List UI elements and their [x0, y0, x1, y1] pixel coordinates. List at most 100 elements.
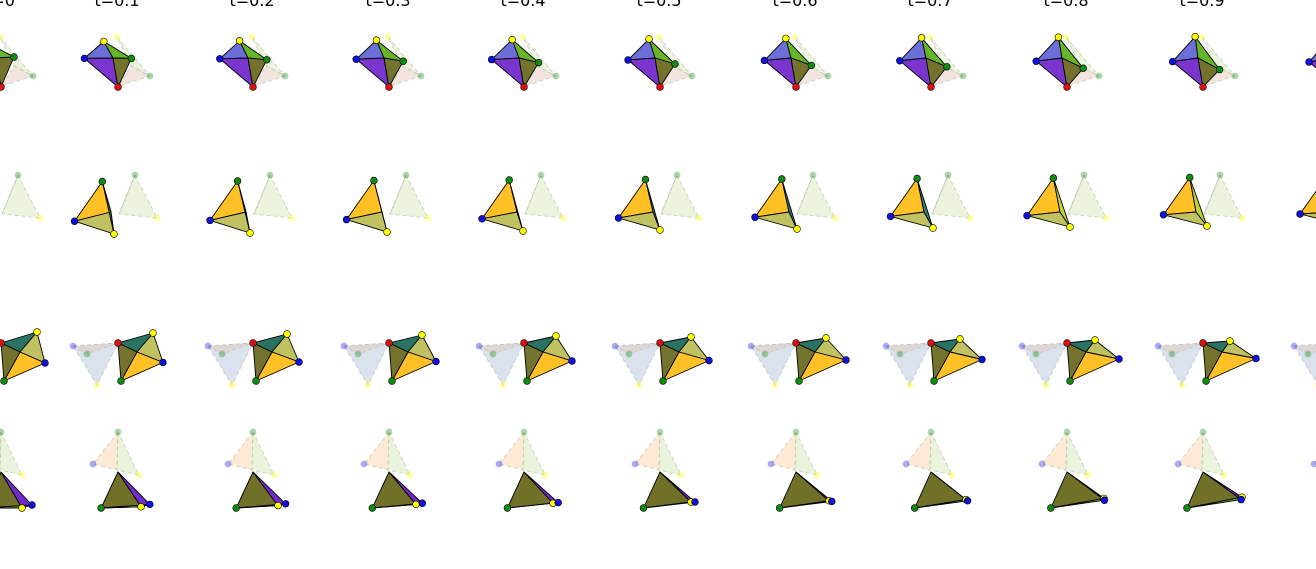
- ghost-vertex: [36, 214, 44, 222]
- vertex-green: [368, 504, 376, 512]
- ghost-vertex: [1290, 342, 1298, 350]
- vertex-green: [0, 377, 8, 385]
- ghost-vertex: [677, 471, 685, 479]
- vertex-green: [930, 377, 938, 385]
- row1-cell-2: [216, 33, 289, 91]
- row3-cell-2: [204, 330, 303, 389]
- row1-cell-7: [896, 33, 967, 91]
- vertex-yellow: [412, 500, 420, 509]
- row4-cell-4: [495, 428, 562, 512]
- face-olive: [914, 471, 967, 509]
- vertex-blue: [705, 356, 713, 365]
- face-olive: [117, 342, 138, 382]
- ghost-vertex: [1198, 33, 1206, 41]
- vertex-blue: [70, 217, 79, 225]
- ghost-face: [522, 36, 557, 77]
- ghost-face: [118, 65, 151, 87]
- vertex-blue: [760, 56, 769, 65]
- vertex-red: [520, 83, 528, 91]
- vertex-yellow: [149, 329, 157, 337]
- row4-cell-6: [767, 428, 836, 512]
- face-olive: [247, 57, 268, 88]
- vertex-blue: [1115, 355, 1123, 363]
- ghost-vertex: [767, 460, 775, 468]
- vertex-yellow: [793, 225, 801, 233]
- row3-cell-7: [882, 335, 986, 389]
- vertex-green: [117, 377, 125, 385]
- column-label-3: t=0.3: [365, 0, 410, 10]
- column-label-8: t=0.8: [1043, 0, 1088, 10]
- row3-cell-10: [1290, 342, 1316, 388]
- ghost-vertex: [499, 381, 507, 389]
- ghost-vertex: [552, 72, 560, 80]
- row1-cell-0: [0, 33, 37, 91]
- row2-cell-4: [478, 171, 567, 235]
- ghost-vertex: [29, 72, 37, 80]
- ghost-vertex: [417, 72, 425, 80]
- ghost-face: [796, 174, 836, 219]
- ghost-vertex: [966, 214, 974, 222]
- ghost-face: [1, 174, 19, 215]
- vertex-blue: [295, 358, 303, 366]
- vertex-blue: [206, 216, 214, 225]
- ghost-vertex: [824, 72, 832, 80]
- vertex-yellow: [956, 335, 964, 343]
- face-blue: [1172, 36, 1199, 63]
- ghost-face: [614, 342, 661, 355]
- vertex-green: [1185, 173, 1194, 182]
- ghost-face: [931, 174, 971, 219]
- ghost-face: [660, 174, 678, 215]
- face-olive: [1197, 57, 1221, 88]
- ghost-vertex: [902, 460, 910, 468]
- vertex-blue: [886, 212, 895, 221]
- vertex-yellow: [929, 224, 937, 232]
- column-label-1: t=0.1: [94, 0, 139, 10]
- ghost-vertex: [625, 350, 633, 358]
- vertex-red: [114, 339, 122, 347]
- vertex-yellow: [100, 37, 108, 46]
- vertex-yellow: [1054, 33, 1063, 41]
- ghost-vertex: [113, 33, 121, 41]
- vertex-yellow: [33, 328, 41, 336]
- row2-cell-10: [1296, 190, 1316, 219]
- face-khaki: [1299, 212, 1316, 219]
- vertex-blue: [1237, 495, 1245, 504]
- face-green: [235, 503, 287, 509]
- vertex-blue: [842, 356, 850, 364]
- vertex-blue: [1168, 57, 1177, 66]
- face-olive: [654, 57, 676, 88]
- vertex-green: [127, 54, 136, 63]
- vertex-green: [98, 177, 107, 186]
- vertex-red: [927, 339, 935, 347]
- ghost-vertex: [906, 381, 914, 389]
- face-orange: [1299, 190, 1316, 215]
- row4-cell-2: [224, 428, 290, 512]
- ghost-face: [0, 431, 23, 476]
- ghost-face: [343, 342, 390, 355]
- ghost-face: [498, 431, 525, 471]
- ghost-face: [1065, 431, 1089, 476]
- row1-cell-5: [624, 33, 696, 91]
- ghost-vertex: [1018, 342, 1026, 350]
- face-olive: [925, 57, 948, 88]
- face-olive: [790, 57, 812, 88]
- face-olive: [0, 56, 15, 88]
- vertex-blue: [828, 497, 836, 506]
- row4-cell-7: [902, 428, 972, 512]
- ghost-vertex: [281, 72, 289, 80]
- vertex-green: [775, 504, 784, 512]
- vertex-red: [1199, 83, 1207, 91]
- vertex-blue: [1296, 210, 1304, 218]
- ghost-vertex: [948, 471, 956, 479]
- vertex-blue: [1100, 496, 1109, 504]
- face-purple: [627, 57, 661, 88]
- vertex-yellow: [645, 35, 653, 43]
- vertex-yellow: [418, 331, 426, 339]
- ghost-face: [389, 174, 407, 215]
- ghost-face: [1021, 342, 1068, 355]
- column-label-5: t=0.5: [636, 0, 681, 10]
- row1-cell-8: [1032, 33, 1103, 91]
- row1-cell-4: [487, 33, 560, 91]
- ghost-face: [929, 431, 953, 476]
